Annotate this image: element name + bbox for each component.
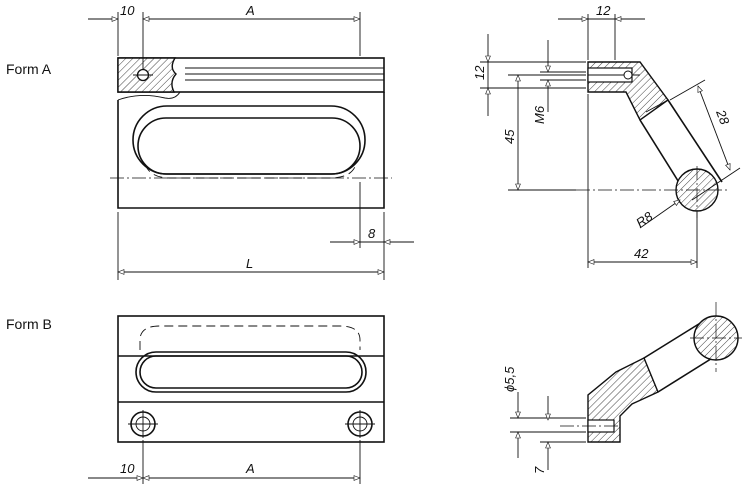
dim-length-a: A [245,3,255,18]
dim-side-height-12: 12 [472,65,487,80]
form-a-front-view [110,57,392,209]
dim-total-l: L [246,256,253,271]
form-b-side-dimensions [510,392,586,470]
form-a-side-view [576,61,728,218]
dim-drop-45: 45 [502,129,517,144]
dim-radius-r8: R8 [633,208,656,230]
form-b-grip [135,351,367,393]
form-a-dimensions [88,12,414,280]
dim-side-width-12: 12 [596,3,611,18]
form-b-side-view [560,302,742,443]
dim-b-offset-10: 10 [120,461,135,476]
dim-reach-42: 42 [634,246,649,261]
form-a-label: Form A [6,61,52,77]
dim-offset-10: 10 [120,3,135,18]
form-a-grip [132,105,366,175]
dim-b-hole-diameter: ϕ5,5 [502,366,517,392]
form-b-dimensions [88,440,361,484]
dim-b-length-a: A [245,461,255,476]
dim-b-depth-7: 7 [532,466,547,474]
form-b-front-view [117,315,385,443]
dim-thickness-28: 28 [713,107,733,128]
dim-edge-8: 8 [368,226,376,241]
form-a-side-dimensions [480,14,741,268]
form-b-label: Form B [6,316,52,332]
dim-thread-m6: M6 [532,105,547,124]
